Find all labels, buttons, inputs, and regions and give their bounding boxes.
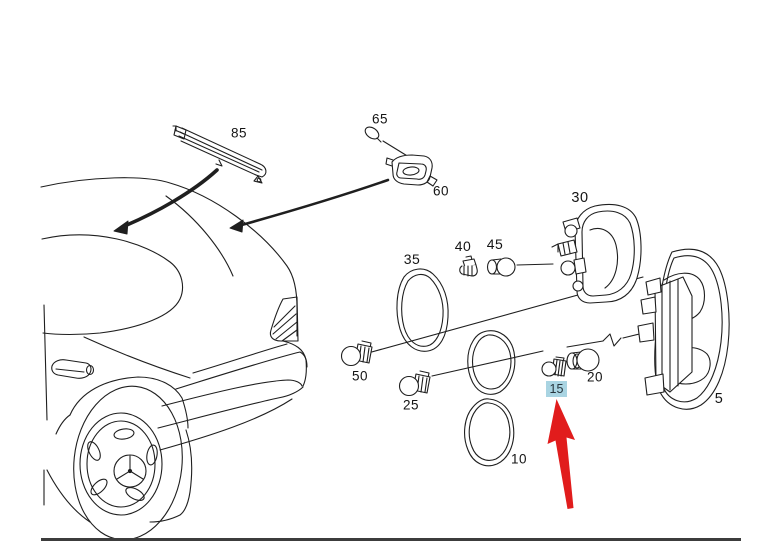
part-15-highlight: 15: [546, 381, 567, 397]
part-label-40: 40: [454, 238, 472, 254]
install-arrow-right: [229, 178, 390, 233]
red-pointer-arrow: [547, 399, 575, 509]
part-15-bulb-socket: [541, 356, 567, 377]
reference-line-lower: [382, 140, 653, 377]
part-label-30: 30: [571, 190, 589, 206]
part-25-bulb-socket: [398, 370, 431, 397]
install-arrow-left: [113, 168, 219, 235]
part-label-10: 10: [510, 451, 528, 467]
car-rear-illustration: [40, 177, 308, 541]
part-5-tail-lamp: [637, 248, 730, 410]
part-65-bulb: [364, 126, 382, 143]
part-label-35: 35: [403, 251, 421, 267]
part-label-85: 85: [230, 125, 248, 141]
part-label-5: 5: [714, 391, 724, 407]
part-20-bulb: [566, 348, 600, 372]
part-50-bulb-socket: [340, 340, 373, 367]
part-10-seal-gasket: [464, 330, 516, 467]
break-symbol: [602, 333, 622, 347]
part-45-bulb: [486, 257, 516, 277]
part-label-50: 50: [351, 368, 369, 384]
part-40-clip: [459, 255, 478, 277]
part-label-65: 65: [371, 111, 389, 127]
part-label-45: 45: [486, 236, 504, 252]
part-85-stop-lamp: [172, 125, 267, 184]
bottom-rule: [41, 538, 741, 541]
part-35-seal-ring: [396, 268, 449, 352]
part-label-25: 25: [402, 397, 420, 413]
part-label-20: 20: [586, 369, 604, 385]
part-30-bulb-carrier: [551, 203, 642, 304]
part-60-license-lamp: [385, 154, 438, 187]
part-label-60: 60: [432, 183, 450, 199]
